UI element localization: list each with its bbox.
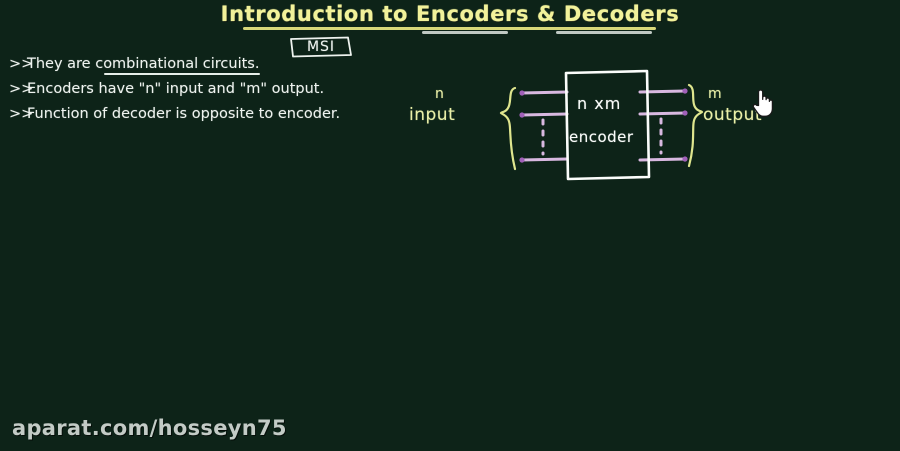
title-underline-decoders — [556, 31, 652, 34]
title-underline-encoders — [422, 31, 508, 34]
watermark-text: aparat.com/hosseyn75 — [12, 416, 287, 440]
bullet-text: Encoders have "n" input and "m" output. — [27, 81, 325, 97]
output-dot-1 — [682, 88, 688, 94]
output-line-3 — [638, 157, 687, 162]
encoder-block-diagram: n input m output n xm encoder — [395, 60, 795, 190]
page-title-text: Introduction to Encoders & Decoders — [220, 2, 680, 26]
diagram-vector — [499, 69, 704, 181]
bullet-phrase-underline — [104, 73, 260, 75]
encoder-block-outline — [564, 69, 651, 181]
input-dot-3 — [519, 157, 525, 163]
bullet-list: >>They are combinational circuits. >>Enc… — [9, 52, 429, 127]
encoder-block-label-line1: n xm — [577, 94, 622, 113]
bullet-text: They are combinational circuits. — [27, 56, 260, 72]
bullet-marker: >> — [9, 106, 34, 122]
bullet-text: Function of decoder is opposite to encod… — [27, 106, 341, 122]
output-brace-icon — [687, 83, 704, 168]
output-dot-2 — [682, 110, 688, 116]
title-underline — [243, 27, 656, 30]
bullet-item-2: >>Encoders have "n" input and "m" output… — [9, 77, 429, 102]
output-label: output — [703, 105, 763, 125]
output-dot-3 — [682, 156, 688, 162]
bullet-item-3: >>Function of decoder is opposite to enc… — [9, 102, 429, 127]
input-dot-2 — [519, 112, 525, 118]
input-line-3 — [520, 157, 569, 162]
input-count-label: n — [435, 86, 444, 102]
msi-annotation-box: MSI — [288, 35, 354, 59]
bullet-marker: >> — [9, 81, 34, 97]
bullet-marker: >> — [9, 56, 34, 72]
msi-label: MSI — [306, 39, 336, 55]
input-brace-icon — [499, 86, 517, 171]
input-line-2 — [520, 112, 569, 117]
input-label: input — [409, 105, 456, 125]
input-line-1 — [520, 90, 569, 95]
encoder-block-label-line2: encoder — [569, 128, 634, 146]
msi-box-outline — [290, 36, 352, 58]
output-count-label: m — [708, 86, 722, 102]
bullet-item-1: >>They are combinational circuits. — [9, 52, 429, 77]
input-dot-1 — [519, 90, 525, 96]
page-title: Introduction to Encoders & Decoders — [0, 2, 900, 26]
